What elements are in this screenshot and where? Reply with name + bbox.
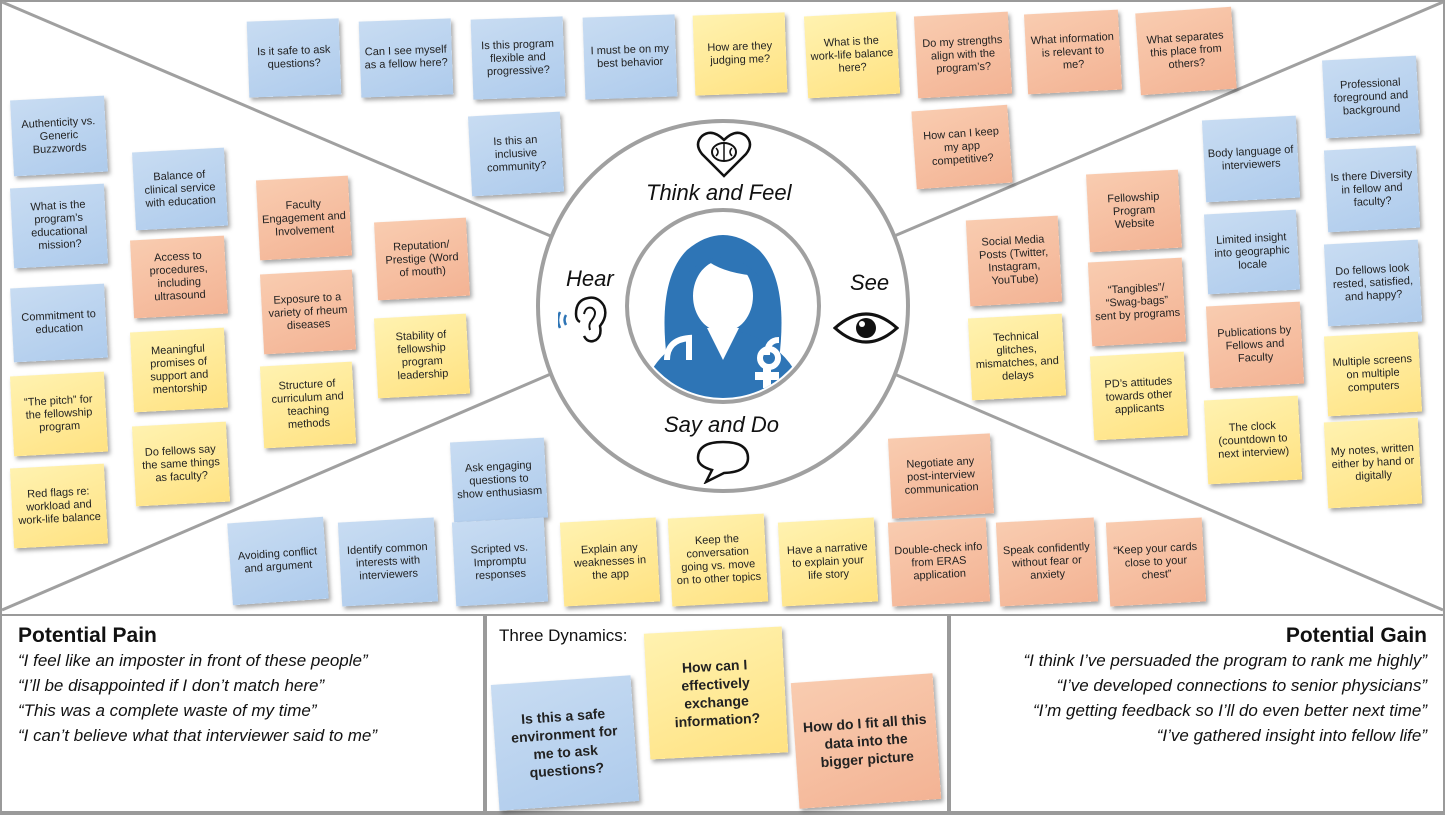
- pain-quote: “I can’t believe what that interviewer s…: [18, 726, 378, 745]
- pain-quote: “I feel like an imposter in front of the…: [18, 651, 368, 670]
- ear-icon: [558, 296, 607, 343]
- potential-pain-title: Potential Pain: [18, 624, 157, 647]
- hear-note: “The pitch” for the fellowship program: [9, 371, 109, 457]
- see-note: Body language of interviewers: [1201, 115, 1301, 203]
- say-note: Scripted vs. Impromptu responses: [451, 517, 549, 607]
- see-note: Is there Diversity in fellow and faculty…: [1323, 145, 1421, 233]
- say-note: Double-check info from ERAS application: [887, 517, 991, 607]
- see-note: Technical glitches, mismatches, and dela…: [967, 313, 1067, 401]
- dynamics-note: How do I fit all this data into the bigg…: [790, 673, 942, 809]
- say-note: Avoiding conflict and argument: [227, 516, 329, 606]
- potential-gain-title: Potential Gain: [1285, 624, 1427, 647]
- say-note: Have a narrative to explain your life st…: [777, 517, 879, 607]
- hear-note: Balance of clinical service with educati…: [132, 147, 228, 231]
- see-note: Limited insight into geographic locale: [1203, 209, 1301, 295]
- see-note: My notes, written either by hand or digi…: [1323, 417, 1423, 509]
- see-note: Social Media Posts (Twitter, Instagram, …: [965, 215, 1063, 307]
- think-note: Is this program flexible and progressive…: [470, 16, 566, 100]
- see-note: Multiple screens on multiple computers: [1323, 331, 1423, 417]
- see-note: Fellowship Program Website: [1086, 169, 1182, 253]
- think-note: Can I see myself as a fellow here?: [358, 18, 454, 98]
- three-dynamics-title: Three Dynamics:: [499, 626, 628, 645]
- hear-note: Meaningful promises of support and mento…: [129, 327, 229, 413]
- hear-note: Access to procedures, including ultrasou…: [130, 235, 228, 319]
- pain-quote: “This was a complete waste of my time”: [18, 701, 317, 720]
- say-note: Ask engaging questions to show enthusias…: [449, 437, 549, 523]
- think-note: Is this an inclusive community?: [467, 111, 565, 197]
- brain-heart-icon: [696, 131, 752, 178]
- see-label: See: [850, 270, 890, 295]
- see-note: The clock (countdown to next interview): [1203, 395, 1303, 485]
- hear-note: Exposure to a variety of rheum diseases: [259, 269, 357, 355]
- dynamics-note: How can I effectively exchange informati…: [643, 626, 789, 760]
- think-note: What separates this place from others?: [1135, 6, 1237, 96]
- see-note: “Tangibles”/ “Swag-bags” sent by program…: [1087, 257, 1187, 347]
- hear-note: Do fellows say the same things as facult…: [131, 421, 231, 507]
- see-note: Professional foreground and background: [1322, 55, 1420, 139]
- think-note: I must be on my best behavior: [582, 14, 678, 100]
- hear-note: What is the program’s educational missio…: [9, 183, 109, 269]
- think-feel-label: Think and Feel: [646, 180, 792, 205]
- doctor-avatar-icon: [639, 235, 807, 398]
- gain-quote: “I’ve gathered insight into fellow life”: [1156, 726, 1427, 745]
- hear-label: Hear: [566, 266, 614, 291]
- speech-bubble-icon: [696, 440, 750, 484]
- hear-note: Authenticity vs. Generic Buzzwords: [10, 95, 108, 177]
- hear-note: Reputation/ Prestige (Word of mouth): [374, 217, 470, 301]
- see-note: PD’s attitudes towards other applicants: [1089, 351, 1189, 441]
- hear-note: Faculty Engagement and Involvement: [255, 175, 353, 261]
- potential-pain-panel: Potential Pain “I feel like an imposter …: [0, 614, 485, 813]
- gain-quote: “I’m getting feedback so I’ll do even be…: [1032, 701, 1427, 720]
- say-note: Speak confidently without fear or anxiet…: [995, 517, 1099, 607]
- dynamics-note: Is this a safe environment for me to ask…: [490, 675, 640, 811]
- hear-note: Commitment to education: [10, 283, 108, 363]
- gain-quote: “I’ve developed connections to senior ph…: [1056, 676, 1427, 695]
- see-note: Do fellows look rested, satisfied, and h…: [1323, 239, 1423, 327]
- say-note: Identify common interests with interview…: [337, 517, 439, 607]
- see-note: Publications by Fellows and Faculty: [1205, 301, 1305, 389]
- say-note: “Keep your cards close to your chest”: [1105, 517, 1207, 607]
- gain-quote: “I think I’ve persuaded the program to r…: [1023, 651, 1427, 670]
- hear-note: Red flags re: workload and work-life bal…: [9, 463, 109, 549]
- potential-gain-panel: Potential Gain “I think I’ve persuaded t…: [949, 614, 1445, 813]
- eye-icon: [833, 312, 899, 344]
- think-note: Do my strengths align with the program’s…: [913, 11, 1013, 99]
- think-note: How can I keep my app competitive?: [911, 104, 1013, 190]
- hear-note: Stability of fellowship program leadersh…: [373, 313, 471, 399]
- think-note: What information is relevant to me?: [1023, 9, 1123, 95]
- three-dynamics-panel: Three Dynamics: Is this a safe environme…: [485, 614, 949, 813]
- think-note: Is it safe to ask questions?: [246, 18, 342, 98]
- hear-note: Structure of curriculum and teaching met…: [259, 361, 357, 449]
- say-note: Negotiate any post-interview communicati…: [887, 433, 995, 519]
- pain-quote: “I’ll be disappointed if I don’t match h…: [18, 676, 325, 695]
- think-note: What is the work-life balance here?: [803, 11, 901, 99]
- say-do-label: Say and Do: [664, 412, 779, 437]
- say-note: Keep the conversation going vs. move on …: [667, 513, 769, 607]
- say-note: Explain any weaknesses in the app: [559, 517, 661, 607]
- think-note: How are they judging me?: [692, 12, 788, 96]
